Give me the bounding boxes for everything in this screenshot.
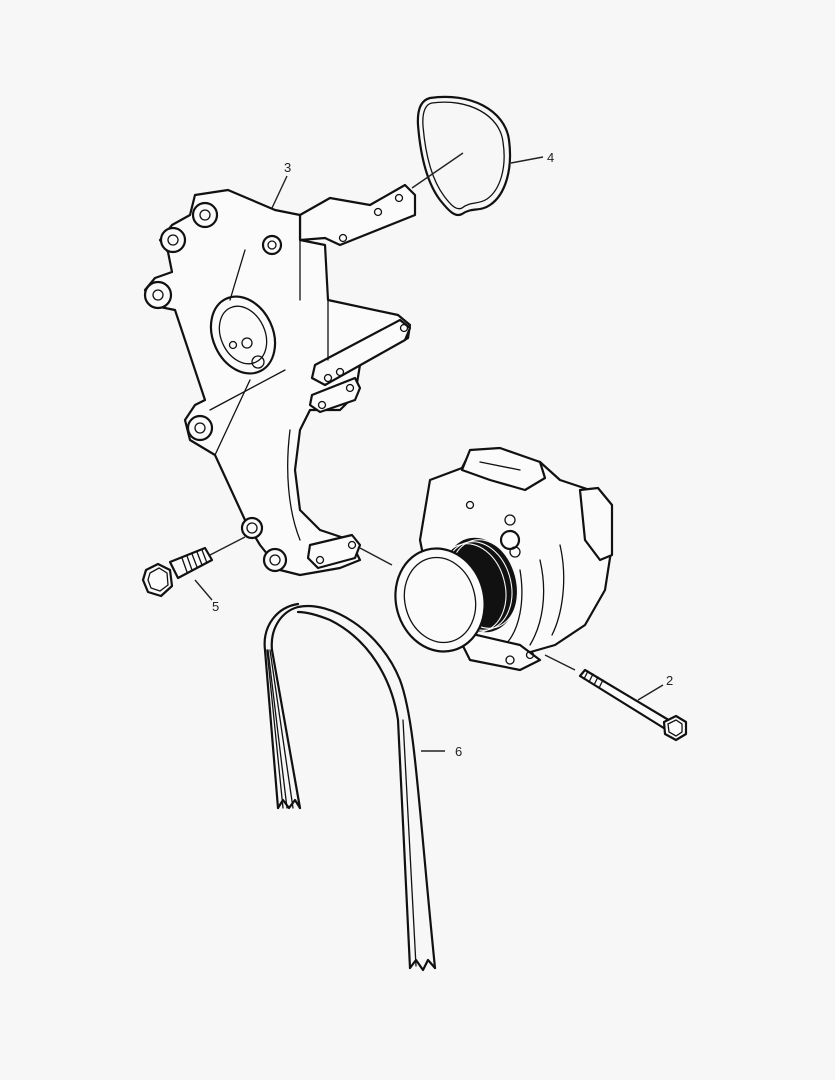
axis-line-bolt-2 xyxy=(544,654,576,671)
leader-line-3 xyxy=(271,175,288,209)
pulley xyxy=(394,537,519,653)
callout-5: 5 xyxy=(212,599,220,614)
alternator-mounting-bolt-long xyxy=(578,668,688,742)
callout-3: 3 xyxy=(284,160,292,175)
leader-line-5 xyxy=(194,579,213,601)
poly-v-drive-belt xyxy=(263,602,437,972)
axis-line-pulley xyxy=(359,547,393,566)
leader-line-2 xyxy=(637,684,664,701)
leader-line-4 xyxy=(510,156,544,164)
o-ring-seal xyxy=(416,95,512,217)
axis-line-bolt-5 xyxy=(209,536,246,556)
axis-line-seal xyxy=(411,152,464,189)
callout-2: 2 xyxy=(666,673,674,688)
bracket-bolt-short xyxy=(141,546,214,598)
callout-6: 6 xyxy=(455,744,463,759)
alternator-mounting-bracket xyxy=(143,183,417,577)
callout-4: 4 xyxy=(547,150,555,165)
